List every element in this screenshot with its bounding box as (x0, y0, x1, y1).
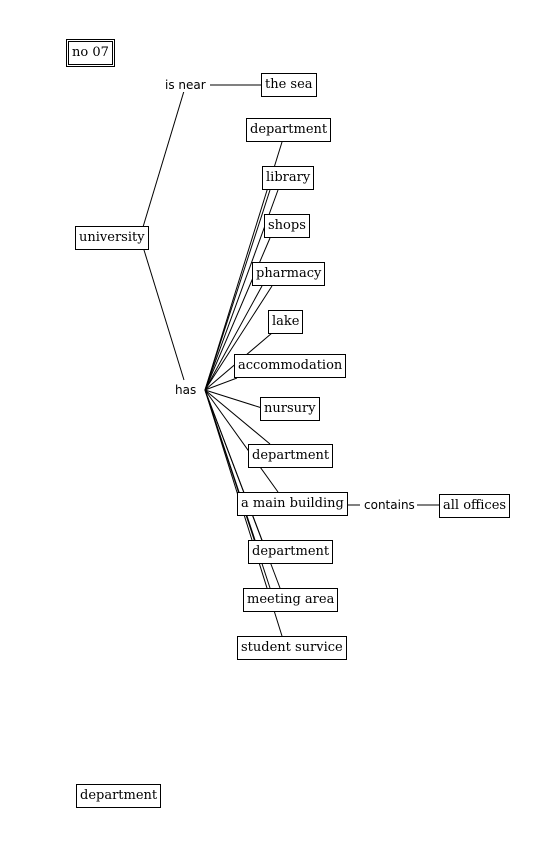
node-library-label: library (266, 170, 311, 185)
node-meeting-area[interactable]: meeting area (243, 588, 339, 612)
link-is-near: is near (163, 78, 208, 92)
node-the-sea-label: the sea (265, 77, 313, 92)
node-shops-label: shops (268, 218, 306, 233)
edge-university-has (139, 236, 185, 381)
node-pharmacy[interactable]: pharmacy (252, 262, 326, 286)
page-title-text: no 07 (72, 45, 109, 60)
page-title: no 07 (66, 39, 115, 67)
link-has: has (173, 383, 199, 397)
edge-has-nursury (204, 389, 263, 409)
node-student-survice[interactable]: student survice (237, 636, 347, 660)
node-shops[interactable]: shops (264, 214, 310, 238)
node-department-2[interactable]: department (248, 444, 334, 468)
node-department-1[interactable]: department (246, 118, 332, 142)
node-university[interactable]: university (75, 226, 149, 250)
node-the-sea[interactable]: the sea (261, 73, 317, 97)
edge-has-department-2 (204, 389, 271, 445)
node-nursury[interactable]: nursury (260, 397, 320, 421)
link-has-label: has (175, 383, 197, 397)
node-lake-label: lake (272, 314, 300, 329)
node-nursury-label: nursury (264, 401, 316, 416)
node-department-3[interactable]: department (248, 540, 334, 564)
node-library[interactable]: library (262, 166, 315, 190)
node-department-floating[interactable]: department (76, 784, 162, 808)
node-all-offices-label: all offices (443, 498, 507, 513)
edge-has-accommodation (204, 377, 238, 391)
edge-university-isnear (139, 90, 185, 238)
edge-has-pharmacy (204, 285, 263, 391)
link-is-near-label: is near (165, 78, 206, 92)
node-department-floating-label: department (80, 788, 158, 803)
node-all-offices[interactable]: all offices (439, 494, 511, 518)
node-department-2-label: department (252, 448, 330, 463)
node-meeting-area-label: meeting area (247, 592, 335, 607)
node-university-label: university (79, 230, 145, 245)
node-main-building-label: a main building (241, 496, 344, 511)
node-accommodation[interactable]: accommodation (234, 354, 347, 378)
link-contains: contains (362, 498, 417, 512)
edge-has-library (204, 189, 271, 391)
edge-has-pharmacy-2 (204, 285, 273, 391)
edge-has-main-building (204, 389, 279, 493)
link-contains-label: contains (364, 498, 415, 512)
node-pharmacy-label: pharmacy (256, 266, 322, 281)
node-department-1-label: department (250, 122, 328, 137)
node-department-3-label: department (252, 544, 330, 559)
node-student-survice-label: student survice (241, 640, 343, 655)
node-main-building[interactable]: a main building (237, 492, 348, 516)
node-accommodation-label: accommodation (238, 358, 343, 373)
node-lake[interactable]: lake (268, 310, 304, 334)
